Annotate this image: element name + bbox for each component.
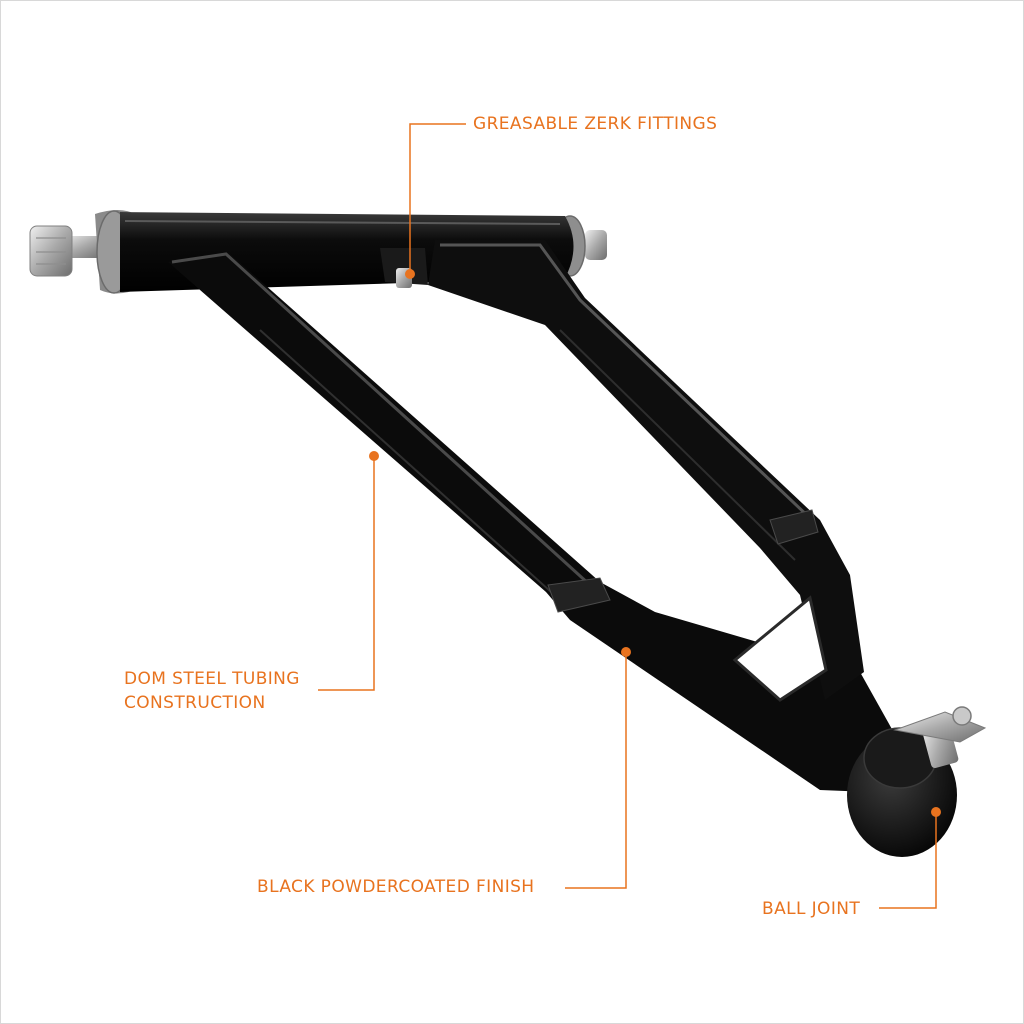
- callout-ball-joint: BALL JOINT: [762, 899, 861, 919]
- callout-leaders: [318, 123, 937, 909]
- callout-dots: [369, 269, 941, 817]
- front-arm-icon: [168, 252, 898, 792]
- weld-collar-icon: [547, 509, 819, 613]
- zerk-fitting-icon: [380, 248, 428, 288]
- callout-dom-line1: DOM STEEL TUBING: [124, 669, 300, 689]
- callout-black-finish: BLACK POWDERCOATED FINISH: [257, 877, 535, 897]
- gusset-cutout-icon: [732, 595, 828, 702]
- callout-zerk-fittings: GREASABLE ZERK FITTINGS: [473, 114, 718, 134]
- left-bolt-icon: [29, 225, 105, 277]
- ball-joint-icon: [847, 706, 987, 857]
- callout-dom-steel-tubing: DOM STEEL TUBING CONSTRUCTION: [124, 667, 300, 715]
- callout-dom-line2: CONSTRUCTION: [124, 693, 266, 713]
